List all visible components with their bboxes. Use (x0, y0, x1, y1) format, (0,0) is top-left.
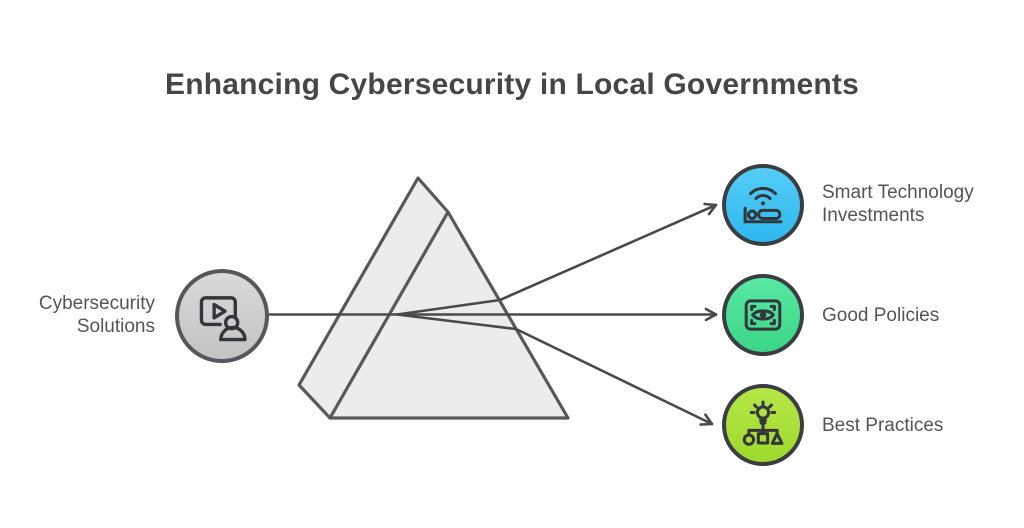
source-label: Cybersecurity Solutions (38, 293, 155, 337)
output-label-smart-technology-investments: Smart Technology Investments (822, 182, 974, 226)
eye-scan-icon (744, 299, 782, 331)
node-smart-technology-investments (722, 164, 804, 246)
page-title: Enhancing Cybersecurity in Local Governm… (165, 68, 859, 101)
node-cybersecurity-solutions (175, 269, 269, 363)
output-label-good-policies: Good Policies (822, 305, 940, 326)
node-best-practices (722, 384, 804, 466)
light-ray-down (395, 313, 714, 426)
prism-shape (297, 176, 570, 420)
wifi-bed-icon (743, 186, 783, 224)
light-ray-up (395, 202, 718, 316)
output-label-best-practices: Best Practices (822, 415, 944, 436)
node-good-policies (722, 274, 804, 356)
video-person-icon (199, 296, 247, 342)
idea-hierarchy-icon (742, 400, 784, 446)
